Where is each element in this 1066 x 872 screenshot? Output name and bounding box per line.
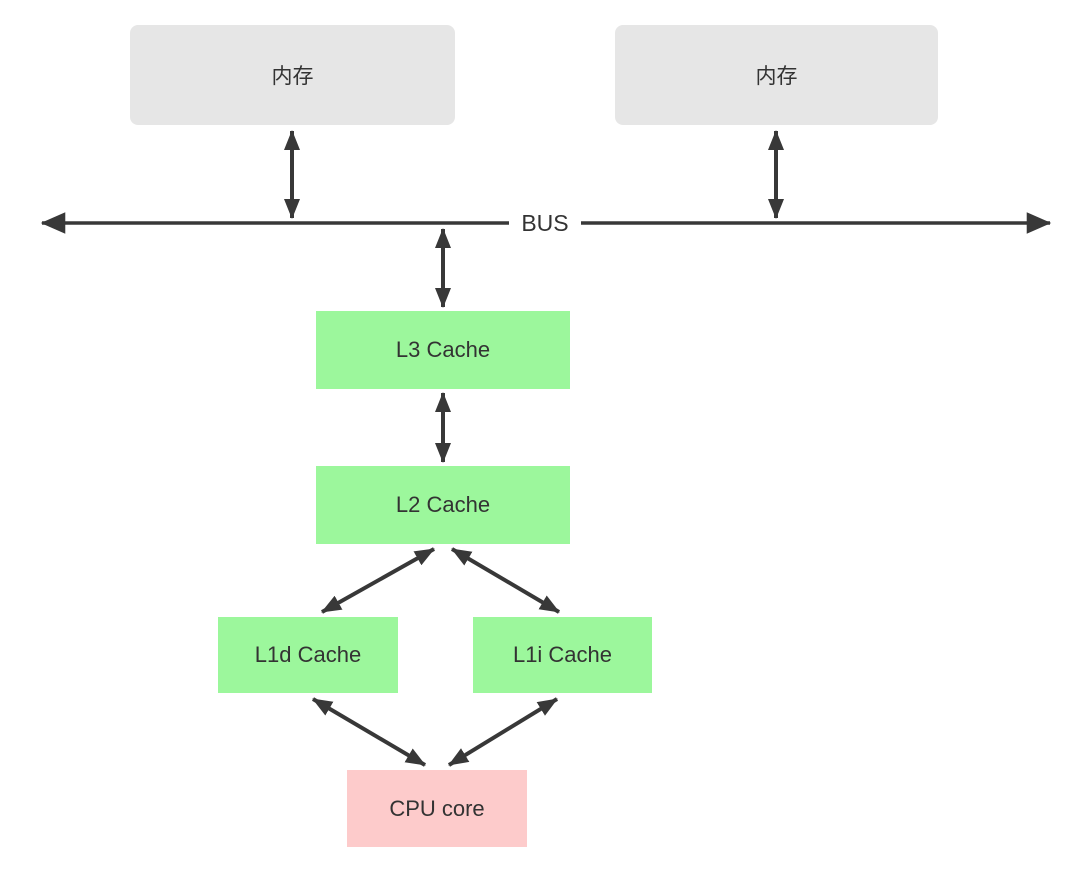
node-memory-right: 内存 — [615, 25, 938, 125]
node-l3-cache: L3 Cache — [316, 311, 570, 389]
edge-l1d-cpu — [311, 697, 427, 767]
node-l2-cache: L2 Cache — [316, 466, 570, 544]
edge-l2-l1d — [321, 547, 435, 614]
node-cpu-core: CPU core — [347, 770, 527, 847]
node-memory-right-label: 内存 — [755, 65, 798, 88]
node-l1i-cache: L1i Cache — [473, 617, 652, 693]
bus-label: BUS — [509, 206, 581, 240]
edge-l2-l1i — [450, 547, 561, 614]
node-l1d-cache-label: L1d Cache — [254, 642, 362, 667]
node-memory-left-label: 内存 — [271, 65, 314, 88]
node-l3-cache-label: L3 Cache — [395, 337, 491, 362]
node-l1i-cache-label: L1i Cache — [512, 642, 613, 667]
node-l2-cache-label: L2 Cache — [395, 492, 491, 517]
node-cpu-core-label: CPU core — [389, 795, 485, 821]
node-memory-left: 内存 — [130, 25, 455, 125]
edge-l1i-cpu — [447, 697, 559, 767]
node-l1d-cache: L1d Cache — [218, 617, 398, 693]
